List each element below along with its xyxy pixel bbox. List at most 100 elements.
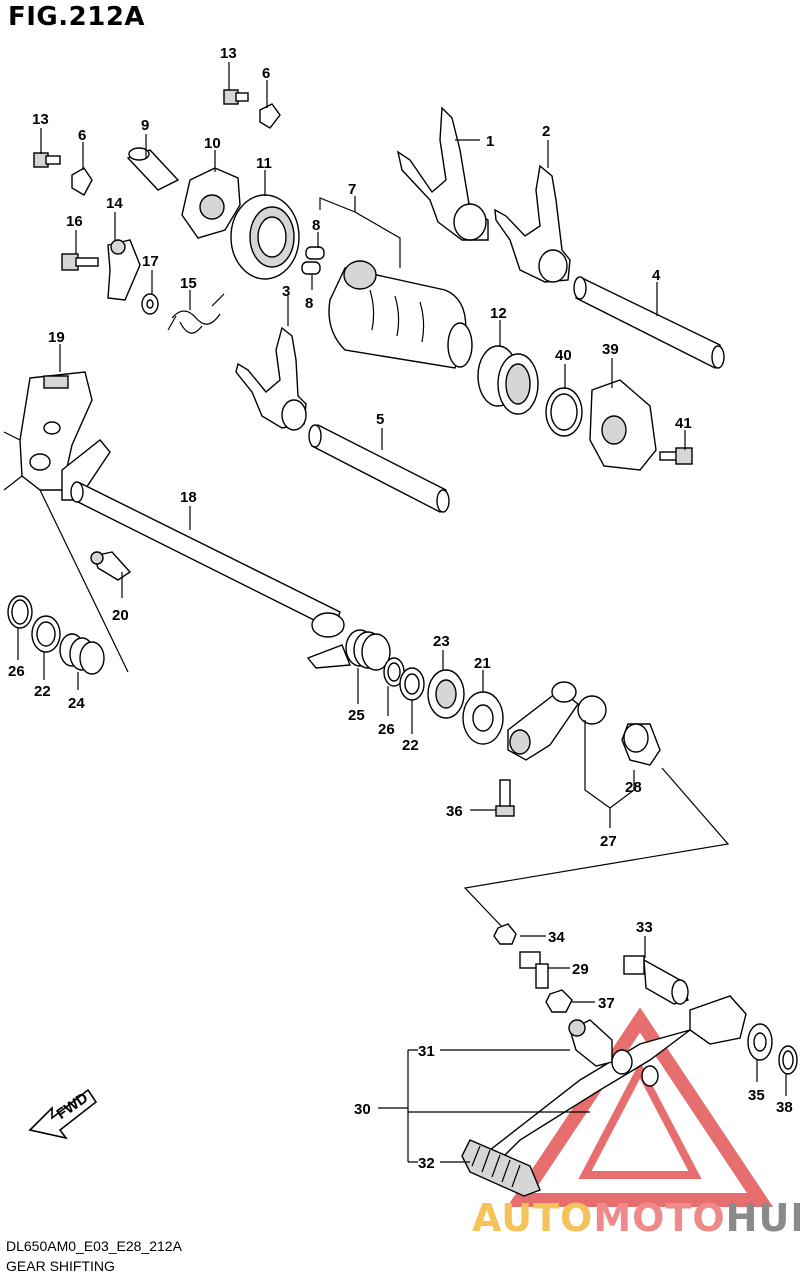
label-part-41: 41 <box>675 415 692 432</box>
label-part-39: 39 <box>602 341 619 358</box>
label-part-7: 7 <box>348 181 356 198</box>
label-part-35: 35 <box>748 1087 765 1104</box>
part-22-washer-left <box>31 615 61 653</box>
part-3-shift-fork <box>235 326 307 431</box>
label-part-14: 14 <box>106 195 123 212</box>
label-part-21: 21 <box>474 655 491 672</box>
watermark-moto: MOTO <box>593 1196 726 1240</box>
part-26-circlip-right <box>383 657 405 687</box>
label-part-25: 25 <box>348 707 365 724</box>
label-part-8-upper: 8 <box>312 217 320 234</box>
part-12-needle-bearing <box>477 345 539 415</box>
part-36-bolt <box>495 779 515 817</box>
label-part-22-right: 22 <box>402 737 419 754</box>
label-part-10: 10 <box>204 135 221 152</box>
part-6-washer-left <box>71 167 93 196</box>
label-part-38: 38 <box>776 1099 793 1116</box>
label-part-33: 33 <box>636 919 653 936</box>
part-33-pivot-bolt <box>623 955 689 1005</box>
part-1-shift-fork <box>396 106 489 241</box>
watermark-auto: AUTO <box>472 1196 594 1240</box>
label-part-20: 20 <box>112 607 129 624</box>
label-part-2: 2 <box>542 123 550 140</box>
part-27-gearshift-arm <box>507 681 607 761</box>
label-part-11: 11 <box>256 155 272 172</box>
part-20-pin <box>90 551 132 581</box>
label-part-1: 1 <box>486 133 494 150</box>
part-39-gear-position-switch <box>589 379 657 471</box>
figure-title: FIG.212A <box>8 2 146 32</box>
watermark-logo-icon <box>506 1007 774 1207</box>
part-24-spring <box>59 633 105 675</box>
part-13-bolt-top <box>223 89 249 105</box>
assembly-lines-19 <box>3 431 129 673</box>
label-part-6-top: 6 <box>262 65 270 82</box>
label-part-24: 24 <box>68 695 85 712</box>
part-38-circlip <box>778 1045 798 1075</box>
figure-code: DL650AM0_E03_E28_212A <box>6 1238 182 1254</box>
part-34-nut <box>493 923 517 945</box>
label-part-9: 9 <box>141 117 149 134</box>
part-35-washer <box>747 1023 773 1061</box>
part-17-washer <box>141 293 159 315</box>
label-part-12: 12 <box>490 305 507 322</box>
watermark-text: AUTOMOTOHUB <box>472 1196 800 1240</box>
part-2-shift-fork <box>494 164 571 283</box>
label-part-3: 3 <box>282 283 290 300</box>
part-13-bolt-left <box>33 152 61 168</box>
label-part-32: 32 <box>418 1155 435 1172</box>
part-25-return-spring <box>306 629 391 671</box>
part-21-washer <box>462 691 504 745</box>
part-18-gearshift-shaft <box>70 481 345 638</box>
part-28-gearshift-joint <box>621 723 661 766</box>
label-part-18: 18 <box>180 489 197 506</box>
part-14-stopper-arm <box>107 239 141 301</box>
label-part-30: 30 <box>354 1101 371 1118</box>
label-part-6-left: 6 <box>78 127 86 144</box>
part-7-shift-drum <box>328 260 473 369</box>
label-part-15: 15 <box>180 275 197 292</box>
part-4-fork-shaft <box>573 276 725 370</box>
assembly-line-28-34 <box>463 767 730 931</box>
watermark-hub: HUB <box>725 1196 800 1240</box>
label-part-5: 5 <box>376 411 384 428</box>
label-part-4: 4 <box>652 267 661 284</box>
part-6-washer-top <box>259 103 281 129</box>
part-10-cam-plate <box>181 167 241 239</box>
part-19-shift-arm <box>19 371 111 501</box>
label-part-36: 36 <box>446 803 463 820</box>
leader-lines <box>17 62 787 1096</box>
label-part-22-left: 22 <box>34 683 51 700</box>
part-37-nut <box>545 989 573 1013</box>
part-5-fork-shaft <box>308 423 450 514</box>
label-part-28: 28 <box>625 779 642 796</box>
part-16-bolt <box>61 253 99 271</box>
part-30-gearshift-lever <box>488 995 747 1161</box>
part-11-bearing <box>230 194 300 280</box>
label-part-17: 17 <box>142 253 159 270</box>
part-8-pin-upper <box>305 246 325 260</box>
part-29-bolt <box>519 951 549 989</box>
figure-caption: GEAR SHIFTING <box>6 1258 115 1274</box>
label-part-16: 16 <box>66 213 83 230</box>
label-part-37: 37 <box>598 995 615 1012</box>
part-8-pin-lower <box>301 261 321 275</box>
label-part-19: 19 <box>48 329 65 346</box>
part-31-gearshift-joint <box>568 1019 633 1075</box>
label-part-40: 40 <box>555 347 572 364</box>
part-32-footpeg-rubber <box>461 1139 541 1197</box>
fwd-arrow-icon: FWD <box>28 1088 98 1140</box>
label-part-13-left: 13 <box>32 111 49 128</box>
bracket-30-lines <box>378 1049 590 1163</box>
label-part-29: 29 <box>572 961 589 978</box>
label-part-23: 23 <box>433 633 450 650</box>
label-part-8-lower: 8 <box>305 295 313 312</box>
label-part-13-top: 13 <box>220 45 237 62</box>
part-23-oil-seal <box>427 669 465 719</box>
part-41-bolt <box>659 447 693 465</box>
part-22-washer-right <box>399 667 425 701</box>
part-labels: 13 6 13 6 9 10 11 7 8 8 1 2 3 4 5 12 40 … <box>8 45 793 1172</box>
part-26-circlip-left <box>7 595 33 629</box>
label-part-31: 31 <box>418 1043 435 1060</box>
